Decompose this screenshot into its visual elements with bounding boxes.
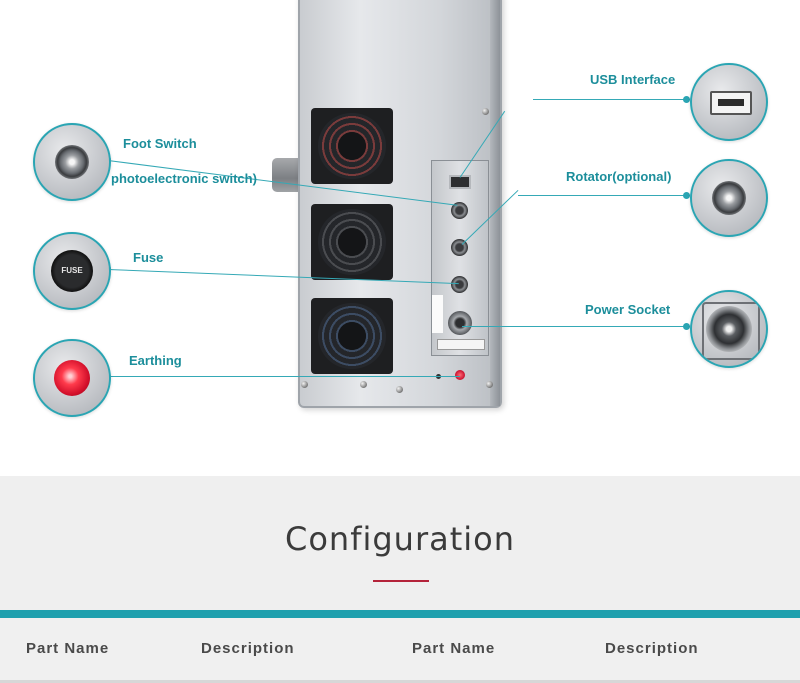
label-power-socket: Power Socket: [585, 302, 671, 317]
screw-icon: [482, 108, 489, 115]
leader-line-earthing: [108, 376, 460, 377]
label-foot-switch: Foot Switch: [123, 136, 197, 151]
usb-socket-icon: [710, 91, 752, 115]
screw-icon: [486, 381, 493, 388]
table-top-bar: [0, 610, 800, 618]
screw-icon: [396, 386, 403, 393]
table-header: Part Name Description Part Name Descript…: [0, 618, 800, 683]
title-underline: [373, 580, 429, 582]
hose-connector: [272, 158, 300, 192]
cooling-fan-top: [311, 108, 393, 184]
leader-line-usb: [533, 99, 690, 100]
earthing-closeup: [33, 339, 111, 417]
fuse-cap-icon: FUSE: [51, 250, 93, 292]
pointer-dot: [683, 323, 690, 330]
column-header-description: Description: [605, 640, 699, 657]
power-socket-port-icon: [448, 311, 472, 335]
cooling-fan-middle: [311, 204, 393, 280]
leader-line-power-socket: [462, 326, 690, 327]
power-socket-connector-icon: [706, 306, 752, 352]
fuse-closeup: FUSE: [33, 232, 111, 310]
label-rotator: Rotator(optional): [566, 169, 672, 184]
panel-sticker: [432, 295, 443, 333]
screw-icon: [301, 381, 308, 388]
power-socket-flange-icon: [702, 302, 760, 360]
screw-icon: [360, 381, 367, 388]
rotator-closeup: [690, 159, 768, 237]
column-header-description: Description: [201, 640, 295, 657]
cooling-fan-bottom: [311, 298, 393, 374]
leader-line-rotator: [518, 195, 690, 196]
pointer-dot: [683, 192, 690, 199]
label-fuse: Fuse: [133, 250, 164, 265]
label-photoelectronic-switch: photoelectronic switch): [111, 171, 257, 186]
foot-switch-port-icon: [451, 202, 468, 219]
voltage-label-strip: [437, 339, 485, 350]
foot-switch-connector-icon: [55, 145, 89, 179]
label-usb-interface: USB Interface: [590, 72, 676, 87]
connector-panel: [431, 160, 489, 356]
earth-terminal-icon: [455, 370, 465, 380]
machine-side-edge: [490, 0, 500, 406]
pointer-dot: [683, 96, 690, 103]
rotator-connector-icon: [712, 181, 746, 215]
power-socket-closeup: [690, 290, 768, 368]
fuse-holder-icon: [451, 276, 468, 293]
foot-switch-closeup: [33, 123, 111, 201]
usb-interface-closeup: [690, 63, 768, 141]
earth-terminal-closeup-icon: [54, 360, 90, 396]
configuration-section: [0, 476, 800, 612]
product-diagram: FUSE Foot Switch photoelectronic switch)…: [33, 0, 768, 417]
label-earthing: Earthing: [129, 353, 182, 368]
column-header-part-name: Part Name: [412, 640, 496, 657]
column-header-part-name: Part Name: [26, 640, 110, 657]
section-title: Configuration: [284, 520, 515, 558]
